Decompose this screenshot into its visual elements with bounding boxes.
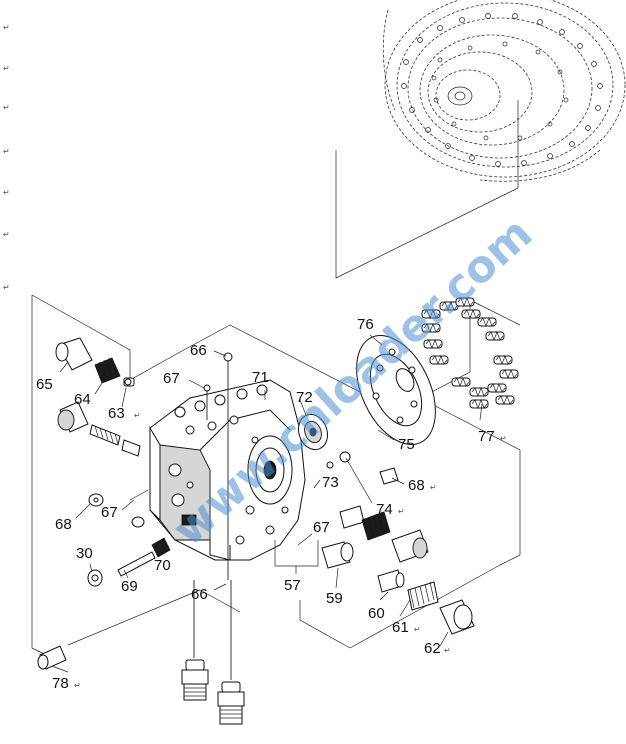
relief-valve-upper [55,337,135,387]
bearing-72 [297,413,329,451]
springs-77 [421,297,519,409]
callout-70: 70 [154,557,171,574]
callout-30: 30 [76,545,93,562]
leader-lines [51,334,483,673]
callout-76: 76 [357,316,374,333]
callout-72: 72 [296,389,313,406]
paragraph-mark: ↵ [444,646,451,655]
paragraph-mark: ↵ [3,188,10,197]
callout-61: 61 [392,619,409,636]
relief-valve-middle [57,401,141,457]
callout-77: 77 [478,428,495,445]
callout-64: 64 [74,391,91,408]
callout-66-top: 66 [190,342,207,359]
spool-parts-lower [87,493,171,587]
callout-75: 75 [398,436,415,453]
paragraph-mark: ↵ [3,283,10,292]
projection-box [335,100,519,279]
paragraph-mark: ↵ [134,411,141,420]
callout-66-bottom: 66 [191,586,208,603]
callout-74: 74 [376,501,393,518]
paragraph-marks: ↵ ↵ ↵ ↵ ↵ ↵ ↵ [3,23,10,292]
bottom-fittings [181,659,245,725]
watermark: www.cnloader.com [163,208,542,556]
callout-63: 63 [108,405,125,422]
callout-62: 62 [424,640,441,657]
paragraph-mark: ↵ [500,434,507,443]
paragraph-mark: ↵ [3,230,10,239]
callout-69: 69 [121,578,138,595]
callout-68-left: 68 [55,516,72,533]
callout-78: 78 [52,675,69,692]
callout-60: 60 [368,605,385,622]
paragraph-mark: ↵ [74,681,81,690]
callout-67-right: 67 [313,519,330,536]
callout-73: 73 [322,474,339,491]
callout-57: 57 [284,577,301,594]
callout-68-right: 68 [408,477,425,494]
callout-paragraph-marks: ↵ ↵ ↵ ↵ ↵ ↵ ↵ [74,411,507,690]
bolts [37,352,233,680]
callout-65: 65 [36,376,53,393]
callout-labels: 65 64 63 66 67 71 72 76 77 75 73 68 74 6… [36,316,495,692]
callout-59: 59 [326,590,343,607]
paragraph-mark: ↵ [3,64,10,73]
valve-body [149,379,306,561]
paragraph-mark: ↵ [3,23,10,32]
paragraph-mark: ↵ [414,625,421,634]
paragraph-mark: ↵ [398,507,405,516]
drum-assembly [382,0,626,182]
plate-76 [356,335,436,445]
callout-71: 71 [252,369,269,386]
paragraph-mark: ↵ [430,483,437,492]
spool-parts-right [321,451,475,635]
callout-67-left: 67 [101,504,118,521]
callout-67-top: 67 [163,370,180,387]
paragraph-mark: ↵ [3,147,10,156]
paragraph-mark: ↵ [3,103,10,112]
